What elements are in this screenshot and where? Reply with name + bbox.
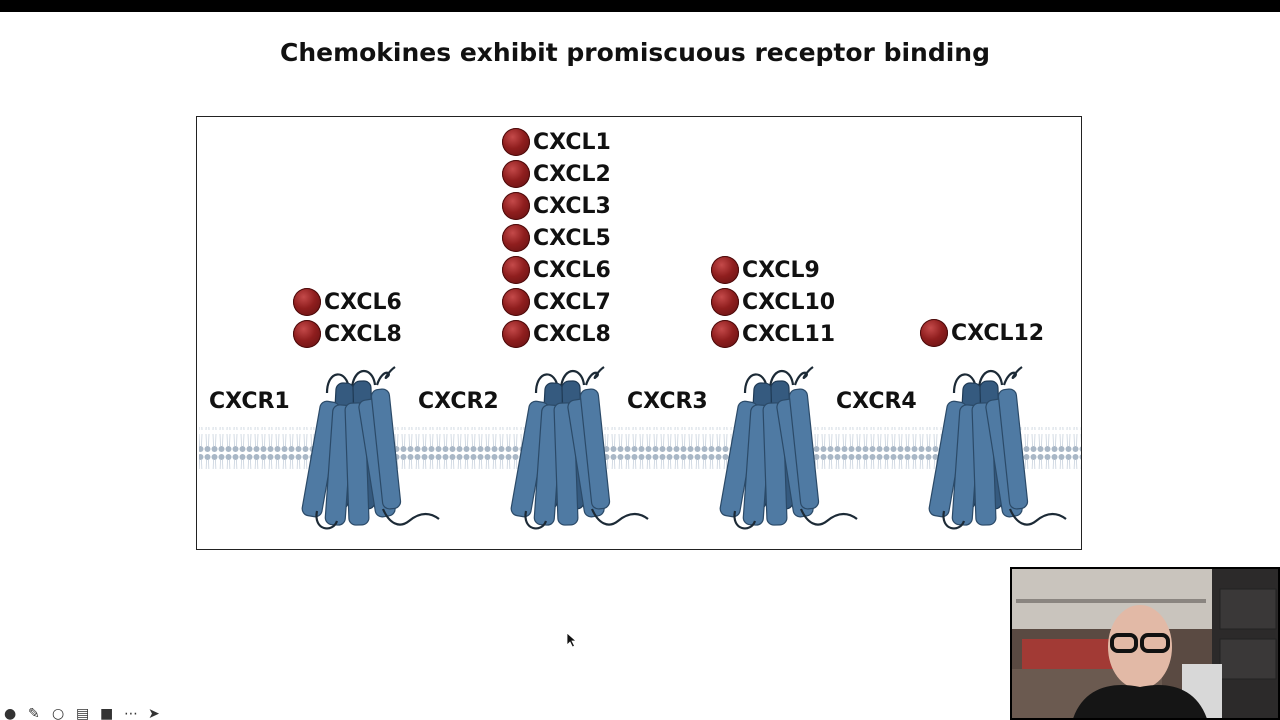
receptor-label-cxcr4: CXCR4 — [836, 389, 917, 414]
ligand-item: CXCL7 — [502, 286, 611, 318]
ligand-ball-icon — [502, 192, 530, 220]
ligand-ball-icon — [502, 320, 530, 348]
ligand-ball-icon — [502, 128, 530, 156]
ligand-ball-icon — [502, 288, 530, 316]
ligand-item: CXCL6 — [502, 254, 611, 286]
slide-title: Chemokines exhibit promiscuous receptor … — [279, 38, 991, 67]
mouse-cursor-icon — [566, 632, 578, 648]
diagram: CXCL6 CXCL8 CXCL1 CXCL2 CXCL3 CXCL5 CXCL… — [196, 116, 1082, 550]
more-icon[interactable]: ⋯ — [124, 708, 138, 720]
ligand-item: CXCL1 — [502, 126, 611, 158]
ligand-ball-icon — [293, 320, 321, 348]
ligand-ball-icon — [502, 256, 530, 284]
pen-icon[interactable]: ✎ — [28, 708, 40, 720]
ligand-item: CXCL5 — [502, 222, 611, 254]
ligand-item: CXCL9 — [711, 254, 835, 286]
receptor-label-cxcr1: CXCR1 — [209, 389, 290, 414]
receptor-label-cxcr3: CXCR3 — [627, 389, 708, 414]
ligand-ball-icon — [711, 288, 739, 316]
ligand-ball-icon — [293, 288, 321, 316]
top-bar — [0, 0, 1280, 12]
ligand-item: CXCL12 — [920, 317, 1044, 349]
ligands-cxcr1: CXCL6 CXCL8 — [293, 286, 402, 350]
ligand-item: CXCL10 — [711, 286, 835, 318]
player-toolbar: ● ✎ ○ ▤ ■ ⋯ ➤ — [0, 708, 164, 720]
pointer-icon[interactable]: ● — [4, 708, 17, 720]
presenter-webcam — [1010, 567, 1280, 720]
zoom-icon[interactable]: ○ — [52, 708, 65, 720]
ligand-ball-icon — [502, 224, 530, 252]
ligand-item: CXCL8 — [502, 318, 611, 350]
ligands-cxcr3: CXCL9 CXCL10 CXCL11 — [711, 254, 835, 350]
ligand-item: CXCL2 — [502, 158, 611, 190]
ligand-ball-icon — [711, 256, 739, 284]
ligand-ball-icon — [711, 320, 739, 348]
ligand-item: CXCL8 — [293, 318, 402, 350]
webcam-image — [1012, 569, 1278, 718]
ligands-cxcr4: CXCL12 — [920, 317, 1044, 349]
receptor-label-cxcr2: CXCR2 — [418, 389, 499, 414]
ligand-ball-icon — [502, 160, 530, 188]
camera-icon[interactable]: ■ — [100, 708, 114, 720]
forward-icon[interactable]: ➤ — [148, 708, 160, 720]
captions-icon[interactable]: ▤ — [76, 708, 90, 720]
membrane-diagram — [199, 365, 1081, 530]
ligands-cxcr2: CXCL1 CXCL2 CXCL3 CXCL5 CXCL6 CXCL7 CXCL… — [502, 126, 611, 350]
ligand-item: CXCL3 — [502, 190, 611, 222]
ligand-item: CXCL11 — [711, 318, 835, 350]
ligand-item: CXCL6 — [293, 286, 402, 318]
ligand-ball-icon — [920, 319, 948, 347]
